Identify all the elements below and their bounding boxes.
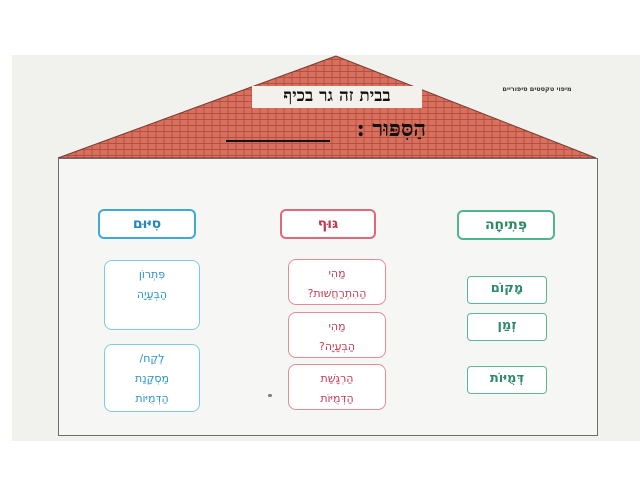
feelings-card-line2: הַדְּמֻיּוֹת — [320, 392, 354, 405]
solution-card-line2: הַבְּעָיָה — [136, 288, 168, 301]
stray-mark — [268, 394, 272, 397]
event-card[interactable]: מַהִי הַהִתְרַחֲשׁוּת? — [288, 259, 386, 305]
story-title-label: הַסִּפּוּר : — [356, 116, 426, 142]
characters-box[interactable]: דְּמֻיּוֹת — [467, 366, 547, 394]
event-card-line1: מַהִי — [328, 267, 346, 280]
lesson-card[interactable]: לֶקַח/ מַסְקָנַת הַדְּמֻיּוֹת — [104, 344, 200, 412]
story-title-blank[interactable] — [226, 140, 330, 142]
problem-card-line1: מַהִי — [328, 320, 346, 333]
body-header[interactable]: גּוּף — [280, 209, 376, 239]
ending-header[interactable]: סִיּוּם — [98, 209, 196, 239]
feelings-card[interactable]: הַרְגָּשַׁת הַדְּמֻיּוֹת — [288, 364, 386, 410]
lesson-card-line2: מַסְקָנַת — [134, 372, 170, 385]
solution-card-line1: פִּתְרוֹן — [138, 268, 166, 281]
problem-card[interactable]: מַהִי הַבְּעָיָה? — [288, 312, 386, 358]
opening-header[interactable]: פְּתִיחָה — [457, 210, 555, 240]
problem-card-line2: הַבְּעָיָה? — [318, 340, 356, 353]
time-box[interactable]: זְמַן — [467, 313, 547, 341]
worksheet-caption: מיפוי טקסטים סיפוריים — [502, 85, 572, 93]
place-box[interactable]: מָקוֹם — [467, 276, 547, 304]
lesson-card-line3: הַדְּמֻיּוֹת — [135, 392, 169, 405]
event-card-line2: הַהִתְרַחֲשׁוּת? — [307, 287, 367, 300]
roof-title: בבית זה גר בכיף — [252, 86, 422, 108]
lesson-card-line1: לֶקַח/ — [139, 352, 165, 365]
solution-card[interactable]: פִּתְרוֹן הַבְּעָיָה — [104, 260, 200, 330]
feelings-card-line1: הַרְגָּשַׁת — [320, 372, 354, 385]
